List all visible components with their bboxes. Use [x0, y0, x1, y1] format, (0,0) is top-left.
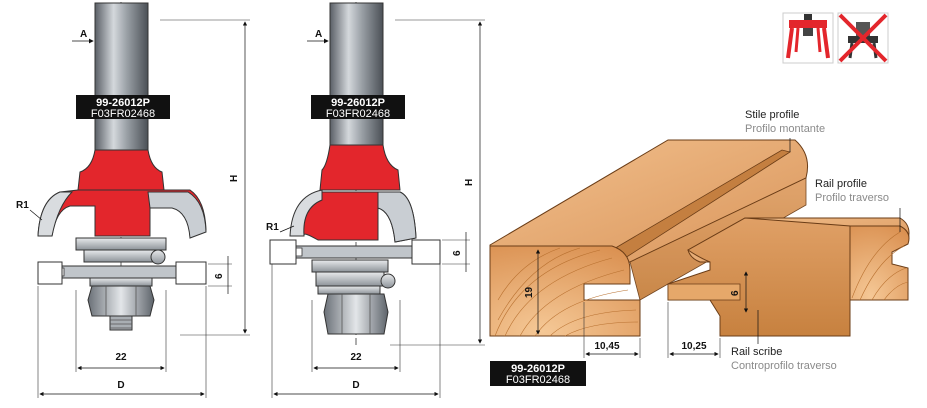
left-dim-d: D [117, 380, 124, 391]
right-code: 99-26012P [331, 97, 385, 109]
left-router-bit: A 99-26012P F03FR02468 H R1 6 22 D [16, 2, 250, 398]
right-nut [323, 293, 389, 335]
rail-profile-label-it: Profilo traverso [815, 192, 889, 204]
left-ref: F03FR02468 [91, 108, 155, 120]
right-shank [329, 2, 384, 147]
left-dim-r1: R1 [16, 200, 29, 211]
router-table-icon [782, 12, 834, 64]
rail-profile-label: Rail profile [815, 178, 867, 190]
rail-scribe-label-it: Controprofilo traverso [731, 360, 837, 372]
rail-scribe-label: Rail scribe [731, 346, 782, 358]
left-nut [87, 285, 155, 317]
left-ball-bearing [150, 249, 166, 265]
wood-joint-illustration: 19 6 10,45 10,25 Stile profile Profilo m… [489, 109, 910, 386]
dim-6-rail: 6 [730, 290, 741, 296]
left-dim-a: A [80, 29, 87, 40]
left-dim-6: 6 [214, 273, 225, 279]
right-dim-r1: R1 [266, 222, 279, 233]
right-cutter-body [319, 144, 401, 191]
left-dim-22: 22 [115, 352, 127, 363]
right-ref: F03FR02468 [326, 108, 390, 120]
right-dim-22: 22 [350, 352, 362, 363]
right-dim-a: A [315, 29, 322, 40]
stile-profile-label: Stile profile [745, 109, 799, 121]
wood-code: 99-26012P [511, 363, 565, 375]
rail-scribe-face [667, 217, 851, 337]
handheld-router-crossed-icon [837, 12, 889, 64]
right-ball-bearing [380, 273, 396, 289]
rail-end-grain [849, 225, 910, 301]
right-dim-d: D [352, 380, 359, 391]
wood-ref: F03FR02468 [506, 374, 570, 386]
left-dim-h: H [229, 175, 240, 182]
right-router-bit: A 99-26012P F03FR02468 H R1 6 22 D [266, 2, 485, 398]
right-dim-h: H [464, 179, 475, 186]
dim-10-45: 10,45 [594, 341, 619, 352]
right-dim-6: 6 [452, 250, 463, 256]
left-shank [94, 2, 149, 152]
dim-19: 19 [524, 286, 535, 298]
left-cutter-body [77, 149, 165, 191]
dim-10-25: 10,25 [681, 341, 706, 352]
left-code: 99-26012P [96, 97, 150, 109]
stile-profile-label-it: Profilo montante [745, 123, 825, 135]
